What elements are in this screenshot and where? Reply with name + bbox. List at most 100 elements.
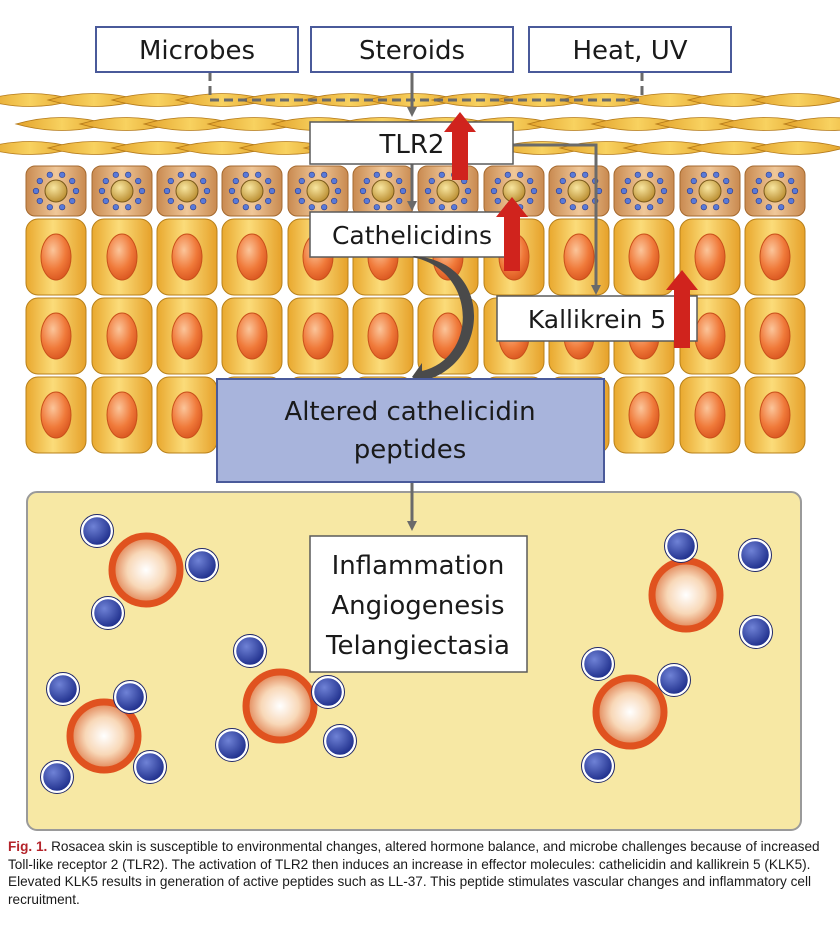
keratohyalin-granule: [396, 197, 403, 205]
keratinocyte-nucleus: [759, 391, 791, 439]
keratohyalin-granule: [163, 187, 171, 195]
keratohyalin-granule: [69, 177, 76, 185]
granular-cell-nucleus: [44, 179, 68, 203]
keratohyalin-granule: [569, 204, 576, 211]
keratohyalin-granule: [634, 204, 641, 211]
immune-cell-outline: [657, 663, 691, 697]
keratohyalin-granule: [791, 187, 799, 195]
keratohyalin-granule: [112, 204, 119, 211]
immune-cell: [80, 514, 114, 548]
immune-cell-outline: [133, 750, 167, 784]
keratohyalin-granule: [765, 171, 772, 178]
keratinocyte-nucleus: [628, 233, 660, 281]
keratin-cell: [750, 93, 840, 107]
immune-cell: [133, 750, 167, 784]
keratohyalin-granule: [255, 171, 262, 178]
rosacea-pathway-diagram: Microbes Steroids Heat, UV TLR2 Cathelic…: [0, 26, 840, 831]
effect-inflammation: Inflammation: [332, 551, 505, 581]
keratohyalin-granule: [200, 177, 207, 185]
keratohyalin-granule: [624, 197, 631, 205]
keratohyalin-granule: [396, 177, 403, 185]
immune-cell-outline: [185, 548, 219, 582]
granular-cell-nucleus: [110, 179, 134, 203]
keratohyalin-granule: [232, 177, 239, 185]
keratinocyte-nucleus: [106, 391, 138, 439]
keratohyalin-granule: [203, 187, 211, 195]
keratohyalin-granule: [490, 187, 498, 195]
keratohyalin-granule: [36, 177, 43, 185]
immune-cell: [113, 680, 147, 714]
keratohyalin-granule: [424, 187, 432, 195]
immune-cell: [215, 728, 249, 762]
granular-cell-nucleus: [306, 179, 330, 203]
keratohyalin-granule: [46, 171, 53, 178]
granular-cell-nucleus: [567, 179, 591, 203]
mast-cell: [592, 674, 668, 750]
keratohyalin-granule: [700, 204, 707, 211]
keratohyalin-granule: [72, 187, 80, 195]
keratohyalin-granule: [200, 197, 207, 205]
cathelicidins-node: Cathelicidins: [309, 211, 514, 258]
keratohyalin-granule: [778, 171, 785, 178]
keratohyalin-granule: [555, 187, 563, 195]
immune-cell-outline: [738, 538, 772, 572]
keratohyalin-granule: [713, 171, 720, 178]
immune-cell: [40, 760, 74, 794]
trigger-label-heat-uv: Heat, UV: [572, 36, 687, 66]
keratohyalin-granule: [788, 177, 795, 185]
keratinocyte-nucleus: [171, 233, 203, 281]
trigger-box-heat-uv: Heat, UV: [528, 26, 732, 73]
keratohyalin-granule: [527, 197, 534, 205]
keratinocyte-nucleus: [106, 233, 138, 281]
keratinocyte-nucleus: [40, 233, 72, 281]
keratohyalin-granule: [559, 197, 566, 205]
immune-cell-outline: [739, 615, 773, 649]
keratohyalin-granule: [428, 177, 435, 185]
keratohyalin-granule: [751, 187, 759, 195]
keratohyalin-granule: [167, 197, 174, 205]
kallikrein-node: Kallikrein 5: [496, 295, 698, 342]
immune-cell-outline: [323, 724, 357, 758]
trigger-box-microbes: Microbes: [95, 26, 299, 73]
immune-cell: [664, 529, 698, 563]
immune-cell-outline: [215, 728, 249, 762]
altered-peptides-node: Altered cathelicidin peptides: [216, 378, 605, 483]
keratohyalin-granule: [112, 171, 119, 178]
granular-cell-layer: [25, 165, 806, 217]
keratohyalin-granule: [265, 197, 272, 205]
immune-cell-outline: [40, 760, 74, 794]
immune-cell: [581, 647, 615, 681]
immune-cell: [185, 548, 219, 582]
keratohyalin-granule: [438, 171, 445, 178]
mast-cell: [648, 557, 724, 633]
keratinocyte-nucleus: [628, 391, 660, 439]
keratohyalin-granule: [494, 177, 501, 185]
keratinocyte-nucleus: [236, 312, 268, 360]
keratinocyte-nucleus: [302, 312, 334, 360]
cathelicidins-label: Cathelicidins: [332, 221, 492, 250]
keratohyalin-granule: [634, 171, 641, 178]
keratohyalin-granule: [255, 204, 262, 211]
caption-text: Rosacea skin is susceptible to environme…: [8, 839, 820, 907]
keratohyalin-granule: [265, 177, 272, 185]
keratohyalin-granule: [451, 204, 458, 211]
granular-cell-nucleus: [436, 179, 460, 203]
keratohyalin-granule: [135, 197, 142, 205]
keratohyalin-granule: [177, 171, 184, 178]
keratohyalin-granule: [657, 177, 664, 185]
keratohyalin-granule: [228, 187, 236, 195]
keratohyalin-granule: [138, 187, 146, 195]
keratohyalin-granule: [331, 197, 338, 205]
keratohyalin-granule: [755, 197, 762, 205]
keratohyalin-granule: [190, 171, 197, 178]
trigger-connector: [208, 72, 644, 102]
keratohyalin-granule: [373, 171, 380, 178]
immune-cell: [738, 538, 772, 572]
trigger-label-steroids: Steroids: [359, 36, 465, 66]
keratohyalin-granule: [788, 197, 795, 205]
keratohyalin-granule: [321, 204, 328, 211]
keratinocyte-nucleus: [40, 312, 72, 360]
effect-telangiectasia: Telangiectasia: [325, 631, 510, 661]
keratohyalin-granule: [102, 177, 109, 185]
keratohyalin-granule: [690, 177, 697, 185]
